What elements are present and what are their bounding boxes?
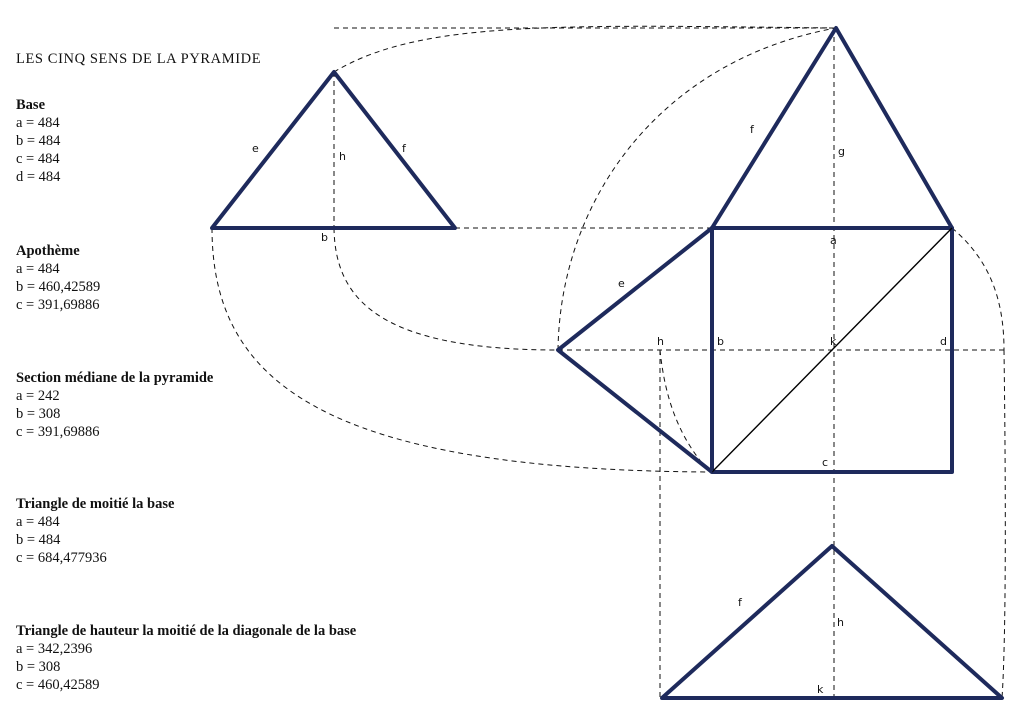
section-heading: Triangle de moitié la base [16, 496, 175, 512]
page-title: LES CINQ SENS DE LA PYRAMIDE [16, 51, 262, 67]
value-line: b = 308 [16, 659, 61, 675]
label-bottom-h: h [837, 616, 844, 629]
value-line: b = 484 [16, 532, 61, 548]
label-left-f: f [402, 142, 407, 155]
value-line: c = 391,69886 [16, 297, 100, 313]
section-half-base: Triangle de moitié la base a = 484 b = 4… [16, 495, 174, 567]
value-line: c = 684,477936 [16, 550, 107, 566]
value-line: b = 308 [16, 406, 61, 422]
value-line: c = 484 [16, 151, 60, 167]
value-line: a = 484 [16, 261, 60, 277]
label-square-k: k [830, 335, 837, 348]
value-line: a = 342,2396 [16, 641, 93, 657]
value-line: c = 460,42589 [16, 677, 100, 693]
value-line: c = 391,69886 [16, 424, 100, 440]
label-square-a: a [830, 234, 837, 247]
label-square-b: b [717, 335, 724, 348]
arc-h [659, 349, 711, 473]
label-top-g: g [838, 145, 845, 158]
section-heading: Section médiane de la pyramide [16, 370, 214, 386]
arc-top [333, 25, 837, 73]
construction-lines [211, 25, 1008, 699]
section-apotheme: Apothème a = 484 b = 460,42589 c = 391,6… [16, 242, 100, 314]
label-left-e: e [252, 142, 259, 155]
section-base: Base a = 484 b = 484 c = 484 d = 484 [16, 96, 60, 186]
label-square-c: c [822, 456, 828, 469]
label-square-e: e [618, 277, 625, 290]
label-left-h: h [339, 150, 346, 163]
label-left-b: b [321, 231, 328, 244]
label-bottom-f: f [738, 596, 743, 609]
value-line: b = 484 [16, 133, 61, 149]
label-bottom-k: k [817, 683, 824, 696]
arc-left-b [333, 227, 559, 351]
section-heading: Apothème [16, 243, 80, 259]
label-top-f: f [750, 123, 755, 136]
value-line: b = 460,42589 [16, 279, 101, 295]
side-triangle [556, 226, 714, 474]
value-line: a = 484 [16, 514, 60, 530]
value-line: a = 484 [16, 115, 60, 131]
arc-bottom-right [1001, 349, 1006, 699]
label-square-d: d [940, 335, 947, 348]
top-triangle [710, 26, 954, 230]
left-triangle [210, 70, 457, 230]
section-heading: Base [16, 97, 45, 113]
square-base [710, 226, 954, 474]
section-heading: Triangle de hauteur la moitié de la diag… [16, 623, 357, 639]
arc-left-outer [211, 227, 711, 473]
value-line: a = 242 [16, 388, 60, 404]
value-line: d = 484 [16, 169, 61, 185]
label-square-h: h [657, 335, 664, 348]
section-median: Section médiane de la pyramide a = 242 b… [16, 369, 213, 441]
square-diagonal [711, 227, 953, 473]
section-half-diagonal: Triangle de hauteur la moitié de la diag… [16, 622, 356, 694]
arc-square-left [557, 27, 837, 351]
bottom-triangle [660, 544, 1004, 700]
arc-right [951, 227, 1005, 351]
